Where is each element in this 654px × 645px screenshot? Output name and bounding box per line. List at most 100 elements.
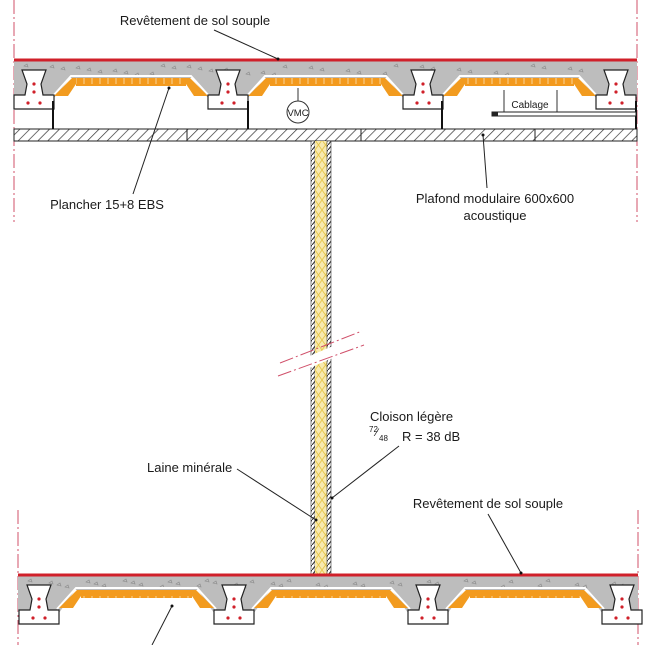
lower-floor-slab <box>18 573 643 625</box>
aggregate-speck <box>278 583 284 588</box>
pse-edge <box>445 587 605 610</box>
rebar-dot <box>226 90 230 94</box>
aggregate-speck <box>360 583 366 588</box>
pse-insulation-core <box>81 590 192 598</box>
aggregate-speck <box>97 69 103 74</box>
rebar-dot <box>37 605 41 609</box>
rebar-dot <box>232 605 236 609</box>
aggregate-speck <box>260 70 266 75</box>
aggregate-speck <box>204 578 210 583</box>
rebar-dot <box>427 101 431 105</box>
aggregate-speck <box>130 580 136 585</box>
rebar-dot <box>426 605 430 609</box>
aggregate-speck <box>86 67 92 72</box>
aggregate-speck <box>60 66 66 71</box>
aggregate-speck <box>426 579 432 584</box>
aggregate-speck <box>123 70 129 75</box>
pse-edge <box>245 75 406 98</box>
aggregate-speck <box>138 582 144 587</box>
floor-covering-top-text: Revêtement de sol souple <box>120 13 270 28</box>
precast-joist <box>18 584 60 625</box>
rebar-dot <box>43 616 47 620</box>
aggregate-speck <box>463 578 469 583</box>
rebar-dot <box>38 101 42 105</box>
pse-edge <box>251 587 411 610</box>
rebar-dot <box>614 90 618 94</box>
rebar-dot <box>232 597 236 601</box>
aggregate-speck <box>245 71 251 76</box>
partition-ratio-numerator: 72 <box>369 425 378 434</box>
aggregate-speck <box>27 578 33 583</box>
aggregate-speck <box>175 581 181 586</box>
rebar-dot <box>626 616 630 620</box>
label-mineral-wool: Laine minérale <box>147 460 318 522</box>
rebar-dot <box>238 616 242 620</box>
rebar-dot <box>426 597 430 601</box>
label-floor-covering-bottom: Revêtement de sol souple <box>413 496 563 575</box>
acoustic-ceiling <box>13 128 638 142</box>
aggregate-speck <box>356 70 362 75</box>
cabling-label: Cablage <box>511 100 549 111</box>
aggregate-speck <box>171 65 177 70</box>
partition-ratio-denominator: 48 <box>379 434 388 443</box>
rebar-dot <box>232 101 236 105</box>
pse-insulation-core <box>470 590 580 598</box>
rebar-dot <box>421 90 425 94</box>
aggregate-speck <box>508 579 514 584</box>
label-partition: Cloison légère 72 ⁄ 48 R = 38 dB <box>330 409 460 500</box>
ceiling-text-line2: acoustique <box>464 208 527 223</box>
aggregate-speck <box>93 581 99 586</box>
partition-text: Cloison légère <box>370 409 453 424</box>
aggregate-speck <box>315 582 321 587</box>
cable-tray: Cablage <box>491 90 637 117</box>
aggregate-speck <box>75 65 81 70</box>
pse-insulation-core <box>76 78 186 86</box>
rebar-dot <box>220 101 224 105</box>
aggregate-speck <box>456 67 462 72</box>
aggregate-speck <box>186 64 192 69</box>
aggregate-speck <box>352 581 358 586</box>
aggregate-speck <box>537 583 543 588</box>
aggregate-speck <box>545 578 551 583</box>
mineral-wool-text: Laine minérale <box>147 460 232 475</box>
pse-edge <box>56 587 217 610</box>
rebar-dot <box>420 616 424 620</box>
aggregate-speck <box>249 579 255 584</box>
aggregate-speck <box>382 71 388 76</box>
aggregate-speck <box>56 582 62 587</box>
rebar-dot <box>226 616 230 620</box>
aggregate-speck <box>530 63 536 68</box>
aggregate-speck <box>197 66 203 71</box>
vmc-duct: VMC <box>286 88 310 124</box>
aggregate-speck <box>397 582 403 587</box>
precast-joist <box>407 584 449 625</box>
aggregate-speck <box>471 580 477 585</box>
ceiling-text: Plafond modulaire 600x600 <box>416 191 574 206</box>
rebar-dot <box>620 101 624 105</box>
aggregate-speck <box>319 67 325 72</box>
aggregate-speck <box>49 64 55 69</box>
aggregate-speck <box>85 579 91 584</box>
rebar-dot <box>37 597 41 601</box>
aggregate-speck <box>112 68 118 73</box>
light-partition-wall <box>277 140 365 576</box>
pse-insulation-core <box>270 78 381 86</box>
upper-floor-slab <box>13 58 637 110</box>
precast-joist <box>601 584 643 625</box>
aggregate-speck <box>467 69 473 74</box>
aggregate-speck <box>149 71 155 76</box>
aggregate-speck <box>393 63 399 68</box>
floor-covering-bottom-text: Revêtement de sol souple <box>413 496 563 511</box>
aggregate-speck <box>541 65 547 70</box>
vmc-label: VMC <box>287 108 308 119</box>
rebar-dot <box>31 616 35 620</box>
aggregate-speck <box>101 583 107 588</box>
aggregate-speck <box>167 579 173 584</box>
rebar-dot <box>608 101 612 105</box>
aggregate-speck <box>574 582 580 587</box>
aggregate-speck <box>208 68 214 73</box>
label-floor-slab: Plancher 15+8 EBS <box>50 86 171 212</box>
pse-insulation-core <box>276 590 386 598</box>
aggregate-speck <box>286 578 292 583</box>
